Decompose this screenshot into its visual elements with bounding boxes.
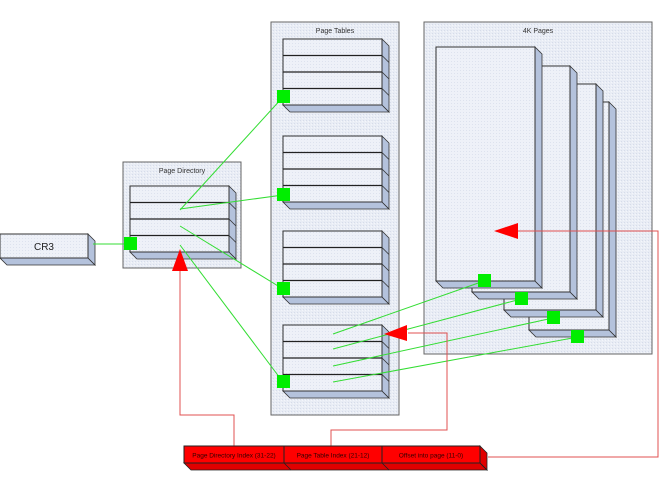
pointer-line [332,298,522,350]
pointer-line [179,244,284,383]
pointer-line [332,336,579,383]
address-field-divider [283,462,292,471]
address-bottom-face [183,462,488,471]
entry-side-divider [381,168,390,177]
entry-side-divider [381,152,390,160]
entry-side-divider [381,88,390,96]
pointer-line [332,317,554,367]
page-table-2 [282,135,390,210]
entry-pointer-square [571,330,584,343]
pt-index-arrow-icon [384,325,407,341]
entry-pointer-square [478,274,491,287]
box-side-face [595,83,604,318]
index-connector-line [179,270,235,446]
entry-side-divider [381,357,390,366]
entry-side-divider [381,185,390,193]
entry-side-divider [228,202,237,210]
page-directory-title: Page Directory [159,168,206,175]
pointer-line [179,225,284,290]
cr3-register [0,233,96,266]
address-field-1: Page Directory Index (31-22) [183,445,292,471]
page-1 [435,46,543,289]
address-field-divider [381,462,390,471]
index-connector-line [330,332,448,446]
entry-pointer-square [547,311,560,324]
box-side-face [608,101,617,338]
box-bottom-face [282,296,390,305]
box-bottom-face [0,257,96,266]
entry-side-divider [228,235,237,243]
box-bottom-face [282,104,390,113]
entry-pointer-square [277,90,290,103]
entry-side-divider [381,247,390,255]
pd-index-arrow-icon [172,249,188,271]
box-side-face [534,46,543,289]
cr3-label: CR3 [34,242,54,253]
address-field-label: Page Directory Index (31-22) [192,453,275,460]
pointer-line [332,280,485,335]
entry-side-divider [381,263,390,272]
address-field-box [381,445,481,464]
entry-side-divider [381,280,390,288]
entry-pointer-square [124,237,137,250]
page-table-4 [282,324,390,399]
entry-pointer-square [277,282,290,295]
box-front-face [0,233,89,259]
address-field-divider [479,462,488,471]
box-side-face [569,65,578,300]
index-connector-line [488,230,659,458]
entry-side-divider [228,218,237,227]
page-table-1 [282,38,390,113]
offset-arrow-icon [494,223,518,239]
entry-pointer-square [277,375,290,388]
entry-side-divider [381,374,390,382]
page-table-3 [282,230,390,305]
entry-side-divider [381,55,390,63]
page-directory-table [129,185,237,260]
entry-pointer-square [277,188,290,201]
box-front-face [435,46,536,282]
address-field-label: Offset into page (11-0) [399,453,463,460]
address-field-label: Page Table Index (21-12) [297,453,370,460]
entry-pointer-square [515,292,528,305]
box-bottom-face [282,201,390,210]
pointer-line [179,194,284,210]
page-tables-title: Page Tables [316,28,355,35]
entry-side-divider [381,341,390,349]
box-bottom-face [282,390,390,399]
pointer-line [179,96,284,211]
pages-title: 4K Pages [523,28,554,35]
address-field-3: Offset into page (11-0) [381,445,488,471]
entry-side-divider [381,71,390,80]
